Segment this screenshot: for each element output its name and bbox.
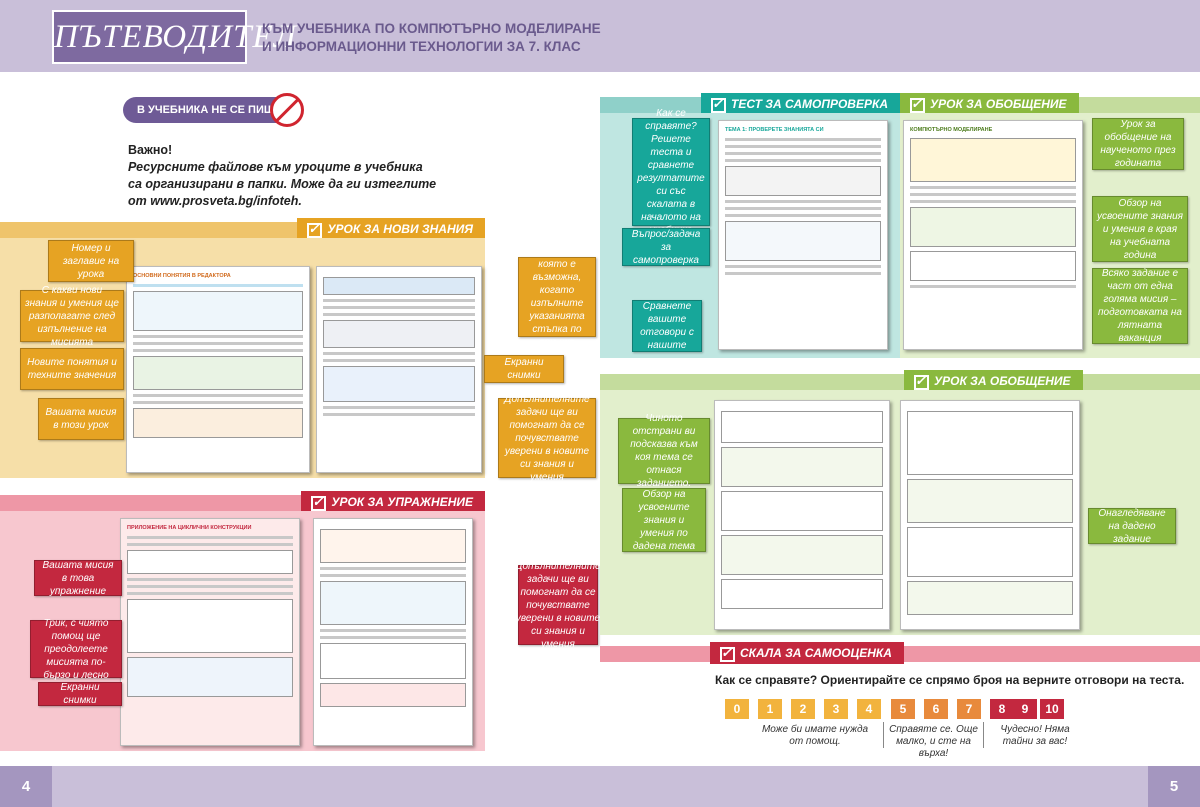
- callout-test-howdo: Как се справяте? Решете теста и сравнете…: [632, 108, 710, 236]
- section-banner-self-assessment: СКАЛА ЗА САМООЦЕНКА: [600, 642, 1200, 664]
- scale-cell: 8: [990, 699, 1014, 719]
- scale-cell: 10: [1040, 699, 1064, 719]
- section-banner-exercise: УРОК ЗА УПРАЖНЕНИЕ: [0, 491, 485, 513]
- callout-ex-trick: Трик, с чиято помощ ще преодолеете мисия…: [30, 618, 122, 681]
- important-line: Ресурсните файлове към уроците в учебник…: [128, 160, 423, 174]
- scale-cell: 3: [824, 699, 848, 719]
- footer-right: [600, 766, 1200, 807]
- scale-cell: 5: [891, 699, 915, 719]
- textbook-page-ex-left: ПРИЛОЖЕНИЕ НА ЦИКЛИЧНИ КОНСТРУКЦИИ: [120, 518, 300, 746]
- textbook-page-test: ТЕМА 1: ПРОВЕРЕТЕ ЗНАНИЯТА СИ: [718, 120, 888, 350]
- callout-ex-screens: Екранни снимки: [38, 682, 122, 706]
- callout-screenshots: Екранни снимки: [484, 355, 564, 383]
- section-banner-test: ТЕСТ ЗА САМОПРОВЕРКА: [600, 93, 900, 115]
- scale-label-high: Чудесно! Няма тайни за вас!: [1000, 724, 1070, 747]
- textbook-page-summary-mid-right: [900, 400, 1080, 630]
- textbook-page-summary-top: КОМПЮТЪРНО МОДЕЛИРАНЕ: [903, 120, 1083, 350]
- important-note: Важно! Ресурсните файлове към уроците в …: [128, 142, 468, 210]
- important-line: са организирани в папки. Може да ги изте…: [128, 177, 437, 191]
- scale-cell: 0: [725, 699, 749, 719]
- callout-skills: С какви нови знания и умения ще разполаг…: [20, 285, 124, 348]
- scale-cell: 6: [924, 699, 948, 719]
- callout-ex-extra: Допълнителните задачи ще ви помогнат да …: [515, 560, 601, 650]
- scale-cell: 4: [857, 699, 881, 719]
- callout-number-title: Номер и заглавие на урока: [48, 240, 134, 282]
- scale-cell: 1: [758, 699, 782, 719]
- callout-sum-visual: Онагледяване на дадено задание: [1088, 508, 1176, 545]
- textbook-page-new-left: ОСНОВНИ ПОНЯТИЯ В РЕДАКТОРА: [126, 266, 310, 473]
- guide-logo: ПЪТЕВОДИТЕЛ: [52, 10, 296, 64]
- page-number-left: 4: [0, 766, 52, 807]
- callout-sum-strip: Чиното отстрани ви подсказва към коя тем…: [618, 413, 710, 489]
- scale-label-mid: Справяте се. Още малко, и сте на върха!: [889, 724, 978, 759]
- textbook-page-summary-mid-left: [714, 400, 890, 630]
- textbook-page-ex-right: [313, 518, 473, 746]
- scale-cell: 9: [1013, 699, 1037, 719]
- callout-sum-year: Урок за обобщение на наученото през годи…: [1092, 118, 1184, 170]
- callout-concepts: Новите понятия и техните значения: [20, 348, 124, 390]
- guide-subtitle: КЪМ УЧЕБНИКА ПО КОМПЮТЪРНО МОДЕЛИРАНЕ И …: [262, 21, 601, 54]
- section-banner-summary-mid: УРОК ЗА ОБОБЩЕНИЕ: [600, 370, 1200, 392]
- callout-test-question: Въпрос/задача за самопроверка: [622, 228, 710, 266]
- footer-left: [0, 766, 600, 807]
- page-number-right: 5: [1148, 766, 1200, 807]
- callout-extra-tasks: Допълнителните задачи ще ви помогнат да …: [498, 394, 596, 483]
- textbook-page-new-right: [316, 266, 482, 473]
- callout-sum-review: Обзор на усвоените знания и умения по да…: [622, 488, 706, 552]
- section-banner-new-knowledge: УРОК ЗА НОВИ ЗНАНИЯ: [0, 218, 485, 240]
- callout-mission-note: Мисията, която е възможна, когато изпълн…: [518, 246, 596, 348]
- callout-sum-overview: Обзор на усвоените знания и умения в кра…: [1092, 196, 1188, 262]
- scale-label-low: Може би имате нужда от помощ.: [761, 724, 869, 747]
- callout-test-compare: Сравнете вашите отговори с нашите: [632, 300, 702, 352]
- scale-cell: 2: [791, 699, 815, 719]
- callout-ex-mission: Вашата мисия в това упражнение: [34, 560, 122, 597]
- important-line: от www.prosveta.bg/infoteh.: [128, 194, 302, 208]
- no-writing-icon: [270, 93, 304, 127]
- callout-sum-mission: Всяко задание е част от една голяма миси…: [1092, 268, 1188, 344]
- section-banner-summary-top: УРОК ЗА ОБОБЩЕНИЕ: [900, 93, 1200, 115]
- scale-title: Как се справяте? Ориентирайте се спрямо …: [715, 673, 1185, 687]
- scale-cell: 7: [957, 699, 981, 719]
- callout-mission: Вашата мисия в този урок: [38, 398, 124, 440]
